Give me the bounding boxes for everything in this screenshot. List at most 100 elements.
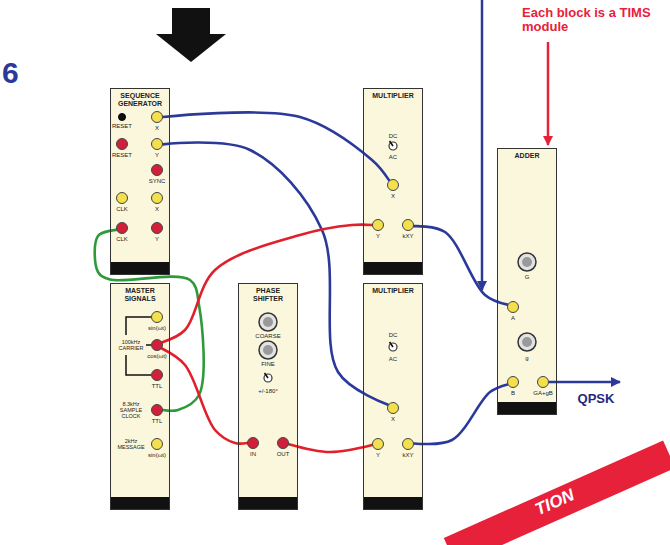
module-panel <box>238 283 298 510</box>
socket-label: Y <box>155 236 159 242</box>
module-title: ADDER <box>498 149 556 160</box>
module-title: MULTIPLIER <box>364 284 422 295</box>
yellow-socket: X <box>387 402 399 414</box>
gain-knob <box>522 257 532 267</box>
socket-label: sin(ωt) <box>148 325 166 331</box>
phase-knob <box>263 345 273 355</box>
patch-lead <box>414 226 508 305</box>
switch-label: +/-180° <box>258 388 278 395</box>
module-foot <box>110 497 170 510</box>
module-panel <box>497 148 557 415</box>
toggle-lever <box>390 342 394 347</box>
yellow-socket: CLK <box>116 192 128 204</box>
red-socket: TTL <box>151 369 163 381</box>
output-arrow <box>549 381 620 384</box>
pointer-arrow <box>547 42 550 145</box>
socket-label: X <box>155 206 159 212</box>
yellow-socket: sin(ωt) <box>151 311 163 323</box>
yellow-socket: kXY <box>402 438 414 450</box>
patch-lead <box>163 112 389 180</box>
socket-label: Y <box>376 233 380 239</box>
gain-knob <box>518 253 536 271</box>
down-arrow <box>156 8 226 62</box>
toggle-lever <box>265 373 269 378</box>
socket-label: sin(ωt) <box>148 452 166 458</box>
switch-label: DC <box>389 332 398 339</box>
module-foot <box>497 402 557 415</box>
yellow-socket: kXY <box>402 219 414 231</box>
socket-label: X <box>391 416 395 422</box>
module-title: SEQUENCE GENERATOR <box>111 89 169 107</box>
module-panel <box>110 88 170 275</box>
socket-label: B <box>511 390 515 396</box>
patch-lead <box>95 230 204 411</box>
yellow-socket: A <box>507 301 519 313</box>
knob-label: g <box>525 355 528 362</box>
switch-label: DC <box>389 133 398 140</box>
tims-module: ADDER A B GA+gB <box>497 148 557 415</box>
annotation-note: Each block is a TIMS module <box>522 6 658 35</box>
tims-module: MASTER SIGNALS sin(ωt) cos(ωt) TTL TTL sin(ωt… <box>110 283 170 510</box>
socket-label: CLK <box>116 236 128 242</box>
socket-label: RESET <box>112 152 132 158</box>
socket-label: cos(ωt) <box>147 353 167 359</box>
red-socket: IN <box>247 437 259 449</box>
yellow-socket: Y <box>372 219 384 231</box>
socket-label: X <box>391 193 395 199</box>
socket-label: CLK <box>116 206 128 212</box>
toggle-switch <box>264 374 272 382</box>
socket-label: A <box>511 315 515 321</box>
socket-label: TTL <box>152 383 163 389</box>
socket-label: GA+gB <box>533 390 553 396</box>
yellow-socket: B <box>507 376 519 388</box>
knob-label: G <box>525 274 530 281</box>
red-socket: RESET <box>116 138 128 150</box>
toggle-lever <box>390 141 394 146</box>
patch-lead <box>414 384 508 444</box>
phase-knob <box>259 341 277 359</box>
reset-button: RESET <box>118 113 126 121</box>
socket-label: Y <box>155 152 159 158</box>
toggle-switch <box>389 142 397 150</box>
module-title: MASTER SIGNALS <box>111 284 169 302</box>
module-title: PHASE SHIFTER <box>239 284 297 302</box>
socket-label: IN <box>250 451 256 457</box>
signal-name: 100kHz CARRIER <box>115 339 147 351</box>
toggle-switch <box>389 343 397 351</box>
module-foot <box>238 497 298 510</box>
yellow-socket: X <box>151 192 163 204</box>
switch-label: AC <box>389 154 397 161</box>
module-panel <box>363 88 423 275</box>
socket-label: kXY <box>402 233 413 239</box>
red-socket: CLK <box>116 222 128 234</box>
patch-lead <box>289 444 372 452</box>
yellow-socket: GA+gB <box>537 376 549 388</box>
knob-label: FINE <box>261 361 275 368</box>
knob-label: COARSE <box>255 333 280 340</box>
socket-label: RESET <box>112 123 132 129</box>
yellow-socket: X <box>387 179 399 191</box>
patch-lead <box>162 348 247 443</box>
phase-knob <box>263 317 273 327</box>
socket-label: OUT <box>277 451 290 457</box>
socket-label: TTL <box>152 418 163 424</box>
gain-knob <box>522 337 532 347</box>
tims-module: SEQUENCE GENERATOR RESET X RESET Y SYNC CLK X CL… <box>110 88 170 275</box>
module-foot <box>110 262 170 275</box>
watermark-text: TION <box>533 486 578 520</box>
signal-name: 8.3kHz SAMPLE CLOCK <box>115 401 147 419</box>
module-foot <box>363 497 423 510</box>
switch-label: AC <box>389 356 397 363</box>
yellow-socket: sin(ωt) <box>151 438 163 450</box>
socket-label: kXY <box>402 452 413 458</box>
socket-label: X <box>155 125 159 131</box>
red-socket: SYNC <box>151 164 163 176</box>
yellow-socket: Y <box>151 138 163 150</box>
red-socket: Y <box>151 222 163 234</box>
patch-lead <box>163 143 388 405</box>
pointer-arrow <box>481 0 484 290</box>
figure-number: 6 <box>2 56 19 89</box>
